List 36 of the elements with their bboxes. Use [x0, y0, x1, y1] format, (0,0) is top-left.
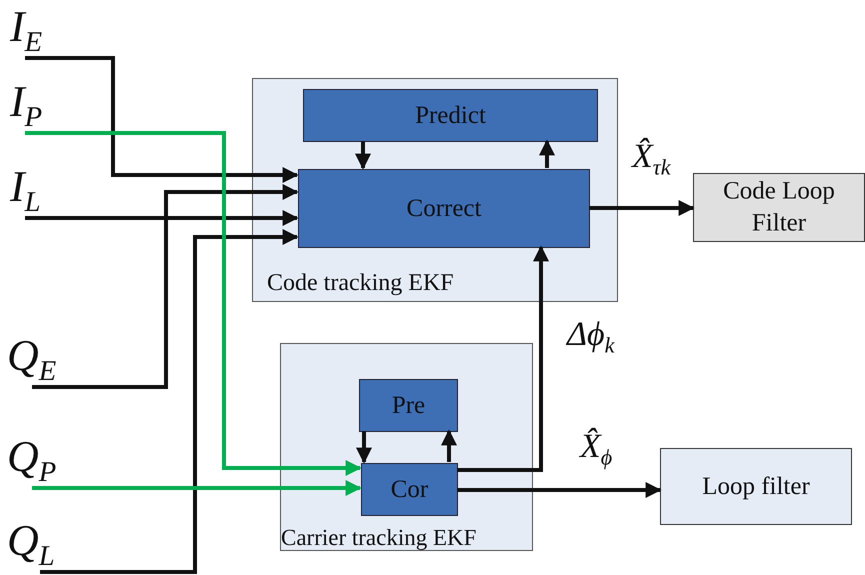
box-label: Correct — [406, 193, 482, 224]
signal-name: I$_{L}$ — [10, 165, 41, 218]
signal-name: Q$_{L}$ — [7, 519, 55, 572]
process-box — [361, 463, 458, 516]
box-label: Loop filter — [701, 471, 811, 502]
arrow — [441, 429, 457, 462]
arrow — [457, 482, 662, 498]
signal-name: Q$_{P}$ — [7, 435, 56, 488]
group-label: Carrier tracking EKF — [281, 526, 476, 549]
arrow — [40, 229, 299, 574]
arrow — [355, 141, 371, 170]
signal-name: I$_{E}$ — [10, 5, 42, 58]
box-label: Predict — [414, 100, 487, 130]
signal-name: I$_{P}$ — [10, 80, 42, 133]
arrow — [32, 480, 362, 496]
signal-name: Q$_{E}$ — [7, 334, 56, 387]
arrow — [25, 131, 362, 476]
process-box — [359, 379, 458, 432]
arrow — [539, 139, 555, 168]
box-label: Pre — [390, 390, 426, 420]
box-label: Cor — [390, 474, 430, 504]
process-box — [298, 169, 590, 248]
process-box — [303, 89, 598, 142]
edge-label: X̂$_{ϕ}$ — [578, 430, 614, 469]
arrow — [25, 210, 299, 226]
filter-box — [660, 448, 852, 525]
box-label: Code Loop Filter — [722, 176, 836, 238]
arrow — [356, 431, 372, 464]
group-label: Code tracking EKF — [267, 271, 454, 295]
filter-box — [693, 173, 865, 242]
ekf-group-panel — [280, 343, 533, 551]
arrow — [589, 200, 695, 216]
arrow — [32, 184, 299, 389]
ekf-group-panel — [252, 78, 618, 302]
arrow — [457, 245, 549, 472]
arrow — [25, 56, 299, 183]
